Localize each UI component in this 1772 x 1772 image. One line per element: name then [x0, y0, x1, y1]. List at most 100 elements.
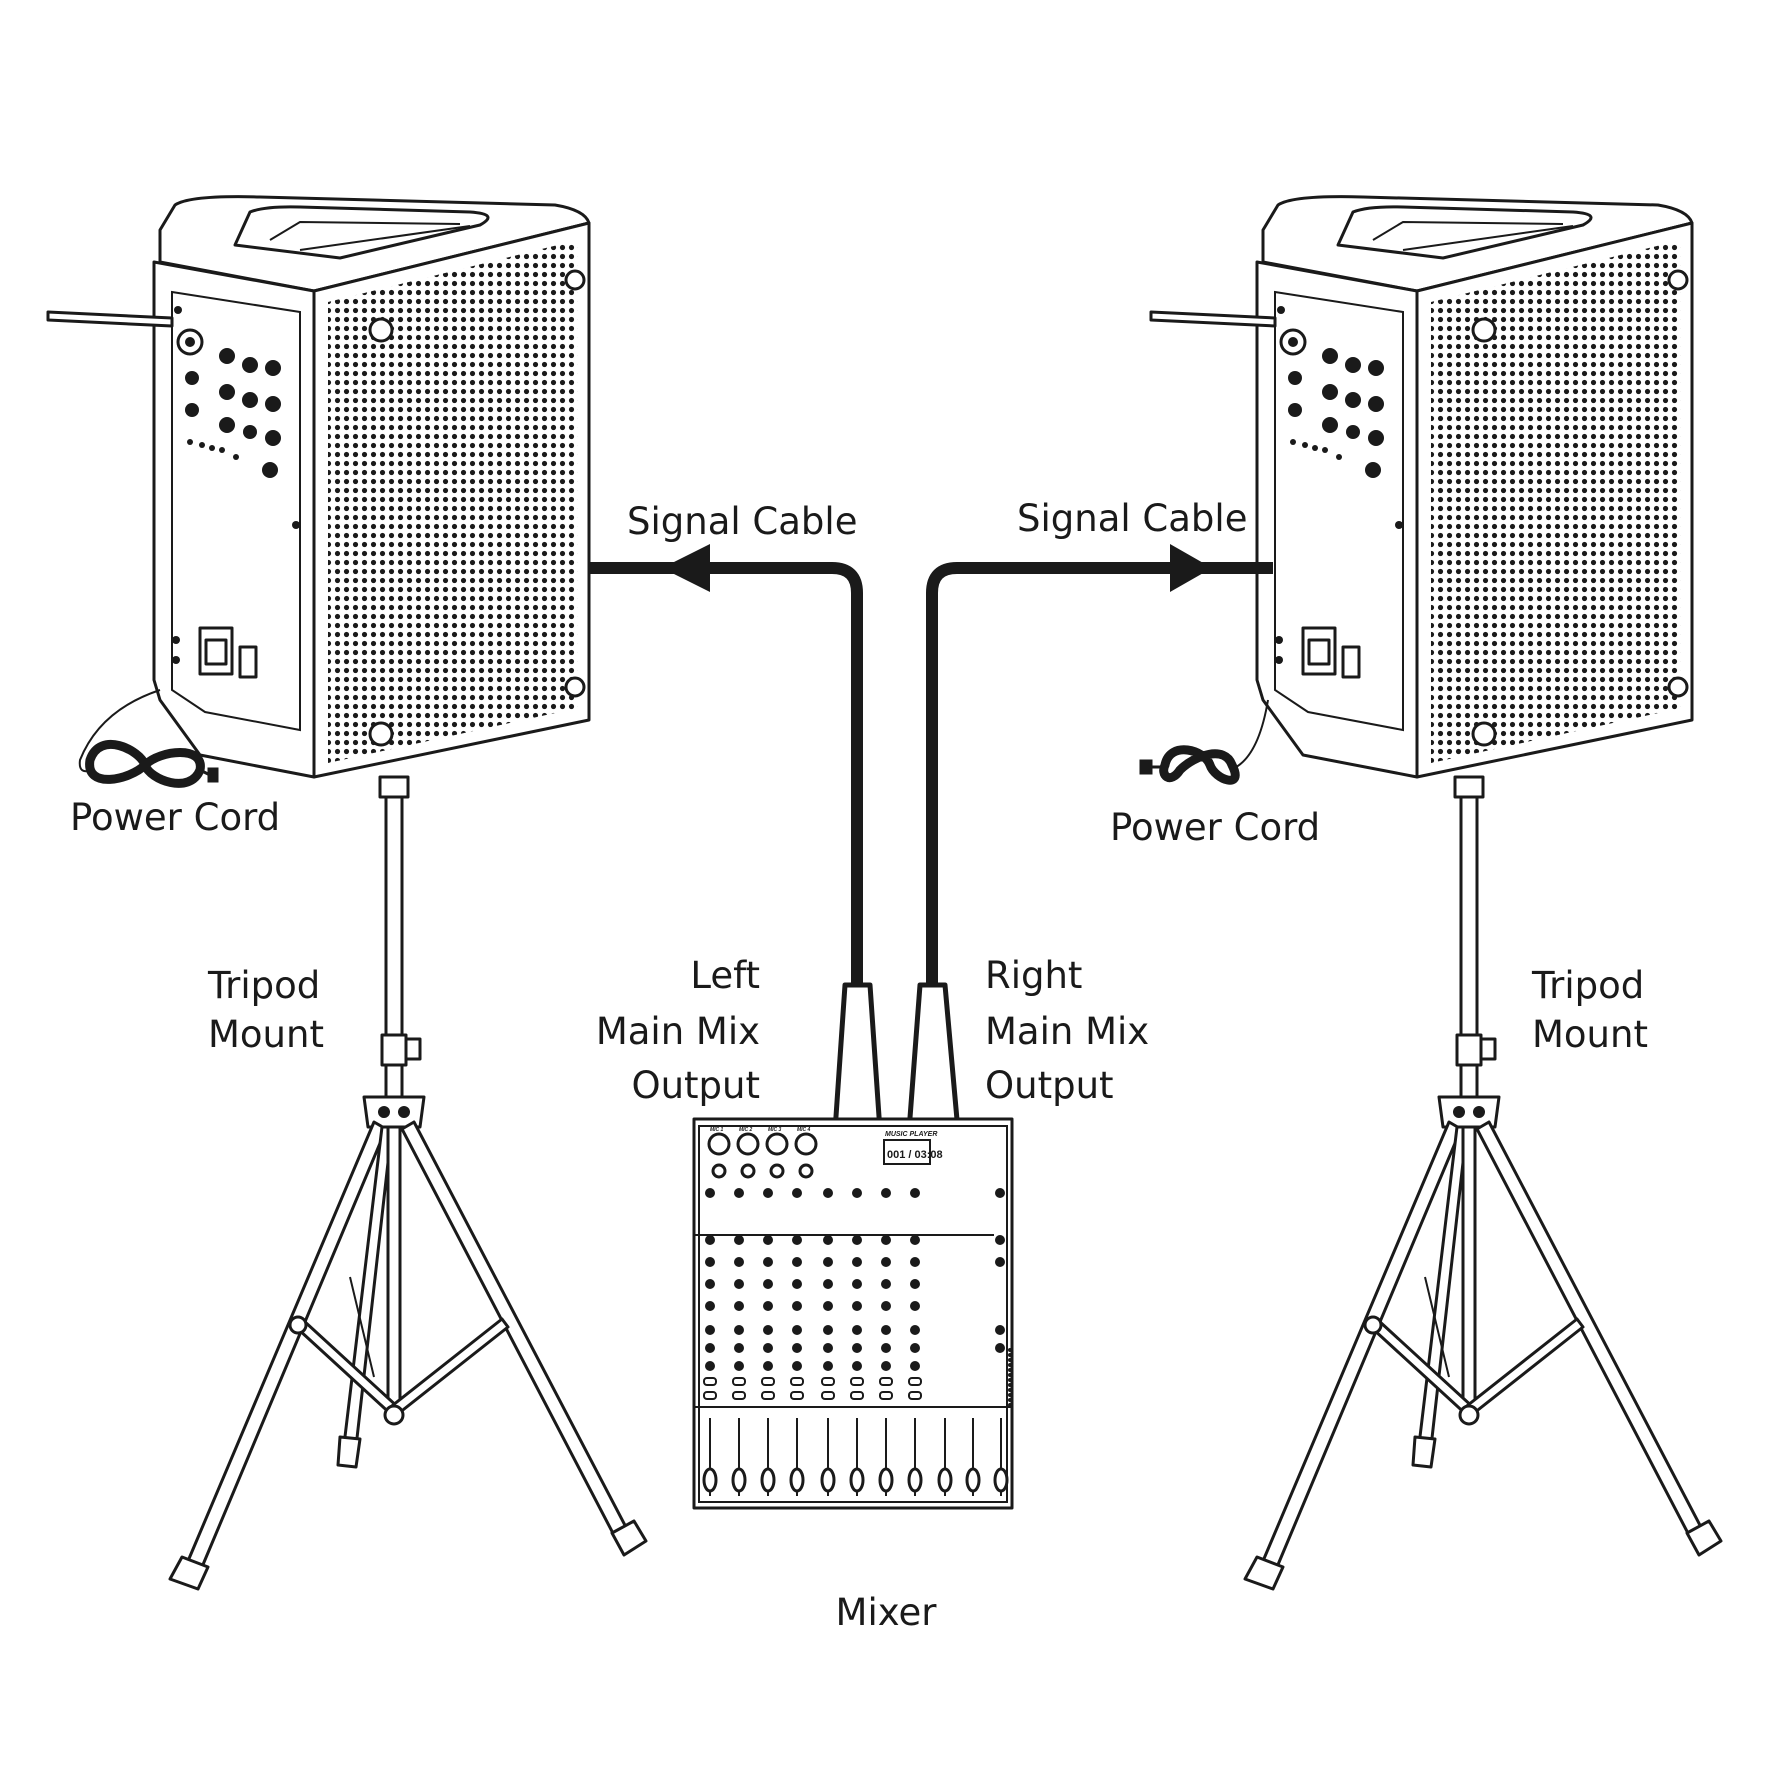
knob [734, 1301, 744, 1311]
button [850, 1377, 864, 1386]
button [908, 1377, 922, 1386]
meter-led [1008, 1393, 1012, 1397]
arrow-left-icon [662, 544, 710, 592]
knob [823, 1361, 833, 1371]
mic-channel-label: MIC 4 [797, 1127, 811, 1133]
knob [734, 1188, 744, 1198]
tripod-left-label-1: Tripod [207, 964, 320, 1007]
knob [763, 1325, 773, 1335]
power-cord-left-label: Power Cord [70, 796, 280, 839]
knob [792, 1188, 802, 1198]
knob [910, 1188, 920, 1198]
right-output-label-3: Output [985, 1064, 1114, 1107]
knob [881, 1279, 891, 1289]
knob [852, 1279, 862, 1289]
knob [910, 1257, 920, 1267]
button [732, 1391, 746, 1400]
tripod-right-label-2: Mount [1532, 1013, 1648, 1056]
fader-knob [878, 1467, 894, 1493]
fader-knob [907, 1467, 923, 1493]
xlr-input [707, 1132, 731, 1156]
knob [763, 1235, 773, 1245]
meter-led [1008, 1363, 1012, 1367]
left-output-label-1: Left [690, 954, 760, 997]
meter-led [1008, 1403, 1012, 1407]
left-speaker [46, 195, 591, 779]
knob [734, 1343, 744, 1353]
jack-input [769, 1163, 785, 1179]
knob [705, 1343, 715, 1353]
knob [823, 1257, 833, 1267]
knob [910, 1235, 920, 1245]
knob [763, 1257, 773, 1267]
left-power-cord [78, 689, 219, 788]
meter-led [1008, 1383, 1012, 1387]
mic-channel-label: MIC 2 [739, 1127, 753, 1133]
tripod-left-label-2: Mount [208, 1013, 324, 1056]
knob [995, 1325, 1005, 1335]
knob [705, 1188, 715, 1198]
fader-knob [789, 1467, 805, 1493]
knob [823, 1188, 833, 1198]
knob [792, 1343, 802, 1353]
knob [852, 1325, 862, 1335]
left-output-label-3: Output [631, 1064, 760, 1107]
xlr-input [765, 1132, 789, 1156]
knob [881, 1361, 891, 1371]
master-fader-knob [965, 1467, 981, 1493]
right-power-cord [1139, 699, 1269, 785]
knob [995, 1188, 1005, 1198]
fader-knob [849, 1467, 865, 1493]
mic-channel-label: MIC 1 [710, 1127, 724, 1133]
knob [792, 1279, 802, 1289]
left-output-label-2: Main Mix [596, 1010, 760, 1053]
meter-led [1008, 1358, 1012, 1362]
right-xlr-connector [906, 982, 961, 1134]
button [703, 1391, 717, 1400]
meter-led [1008, 1353, 1012, 1357]
jack-input [711, 1163, 727, 1179]
knob [705, 1257, 715, 1267]
knob [792, 1257, 802, 1267]
knob [705, 1279, 715, 1289]
right-tripod [1243, 775, 1723, 1591]
knob [995, 1343, 1005, 1353]
fader-knob [731, 1467, 747, 1493]
knob [734, 1279, 744, 1289]
button [879, 1377, 893, 1386]
knob [705, 1235, 715, 1245]
knob [852, 1235, 862, 1245]
knob [792, 1325, 802, 1335]
xlr-input [736, 1132, 760, 1156]
knob [852, 1257, 862, 1267]
knob [792, 1235, 802, 1245]
knob [852, 1343, 862, 1353]
knob [881, 1235, 891, 1245]
button [879, 1391, 893, 1400]
knob [763, 1188, 773, 1198]
button [761, 1377, 775, 1386]
right-speaker [1149, 195, 1694, 779]
knob [881, 1188, 891, 1198]
meter-led [1008, 1388, 1012, 1392]
left-signal-cable [589, 544, 883, 1134]
jack-input [740, 1163, 756, 1179]
meter-led [1008, 1373, 1012, 1377]
left-tripod [168, 775, 648, 1591]
right-output-label-2: Main Mix [985, 1010, 1149, 1053]
knob [852, 1188, 862, 1198]
knob [734, 1361, 744, 1371]
meter-led [1008, 1348, 1012, 1352]
fader-knob [702, 1467, 718, 1493]
knob [881, 1343, 891, 1353]
jack-input [798, 1163, 814, 1179]
knob [910, 1361, 920, 1371]
meter-led [1008, 1378, 1012, 1382]
arrow-right-icon [1170, 544, 1212, 592]
button [821, 1377, 835, 1386]
button [821, 1391, 835, 1400]
knob [705, 1361, 715, 1371]
mixer-label: Mixer [836, 1591, 938, 1634]
